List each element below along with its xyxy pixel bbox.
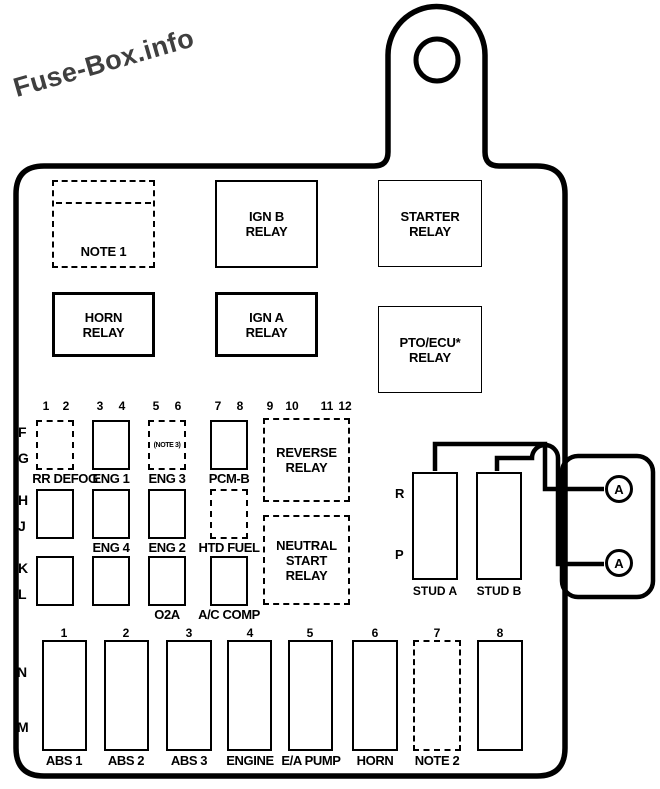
row-letter-r: R [395, 486, 405, 501]
bottom-label-engine: ENGINE [226, 753, 274, 768]
bottom-label-note2: NOTE 2 [414, 753, 460, 768]
fuse-eng2 [148, 489, 186, 539]
terminal-a-bottom-label: A [614, 555, 624, 571]
fuse-label-eng4: ENG 4 [92, 540, 130, 555]
fuse-unlabeled-hj [36, 489, 74, 539]
fuse-col-number-6: 6 [174, 399, 182, 413]
bottom-number-7: 7 [433, 626, 441, 640]
stud-b-box [476, 472, 522, 580]
relay-ign-b-box: IGN B RELAY [215, 180, 318, 268]
relay-horn-label: HORN RELAY [82, 309, 125, 340]
fuse-eng3-note: (NOTE 3) [153, 441, 181, 449]
bottom-fuse-ea-pump [288, 640, 333, 751]
note1-divider [56, 202, 151, 204]
fuse-col-number-12: 12 [338, 399, 352, 413]
fuse-col-number-8: 8 [236, 399, 244, 413]
wire-stud-b [494, 442, 604, 567]
row-letter-l: L [18, 586, 27, 602]
relay-neutral-start-label: NEUTRAL START RELAY [276, 537, 337, 583]
fuse-label-eng2: ENG 2 [148, 540, 186, 555]
bottom-fuse-note2 [413, 640, 461, 751]
stud-a-box [412, 472, 458, 580]
relay-starter-box: STARTER RELAY [378, 180, 482, 267]
relay-reverse-box: REVERSE RELAY [263, 418, 350, 502]
bottom-fuse-abs3 [166, 640, 212, 751]
relay-ign-a-label: IGN A RELAY [245, 309, 288, 340]
stud-a-label: STUD A [412, 584, 458, 598]
row-letter-p: P [395, 547, 404, 562]
bottom-label-abs1: ABS 1 [45, 753, 83, 768]
terminal-a-top: A [605, 475, 633, 503]
side-tab [559, 453, 656, 600]
row-letter-g: G [18, 450, 29, 466]
fuse-eng3: (NOTE 3) [148, 420, 186, 470]
fuse-col-number-1: 1 [42, 399, 50, 413]
terminal-a-top-label: A [614, 481, 624, 497]
bottom-number-1: 1 [60, 626, 68, 640]
fuse-label-htd-fuel: HTD FUEL [198, 540, 260, 555]
fuse-label-o2a: O2A [154, 607, 180, 622]
fuse-col-number-7: 7 [214, 399, 222, 413]
relay-neutral-start-box: NEUTRAL START RELAY [263, 515, 350, 605]
fuse-unlabeled-kl-1 [36, 556, 74, 606]
fuse-o2a [148, 556, 186, 606]
relay-note1-label: NOTE 1 [80, 244, 127, 259]
fuse-label-eng3: ENG 3 [148, 471, 186, 486]
row-letter-f: F [18, 424, 27, 440]
bottom-fuse-abs1 [42, 640, 87, 751]
fuse-col-number-3: 3 [96, 399, 104, 413]
bottom-fuse-abs2 [104, 640, 149, 751]
bottom-number-6: 6 [371, 626, 379, 640]
bottom-label-abs3: ABS 3 [170, 753, 208, 768]
fuse-htd-fuel [210, 489, 248, 539]
fuse-col-number-2: 2 [62, 399, 70, 413]
bottom-fuse-engine [227, 640, 272, 751]
relay-horn-box: HORN RELAY [52, 292, 155, 357]
fuse-col-number-5: 5 [152, 399, 160, 413]
bottom-fuse-unlabeled-8 [477, 640, 523, 751]
bottom-label-horn: HORN [356, 753, 394, 768]
relay-ign-b-label: IGN B RELAY [245, 209, 288, 239]
terminal-a-bottom: A [605, 549, 633, 577]
mounting-hole-icon [413, 36, 461, 84]
bottom-number-2: 2 [122, 626, 130, 640]
bottom-number-5: 5 [306, 626, 314, 640]
fuse-col-number-9: 9 [266, 399, 274, 413]
relay-pto-ecu-box: PTO/ECU* RELAY [378, 306, 482, 393]
fuse-col-number-11: 11 [320, 399, 334, 413]
fuse-pcm-b [210, 420, 248, 470]
bottom-number-8: 8 [496, 626, 504, 640]
bottom-number-4: 4 [246, 626, 254, 640]
fuse-label-pcm-b: PCM-B [208, 471, 250, 486]
relay-reverse-label: REVERSE RELAY [276, 445, 337, 475]
stud-b-label: STUD B [476, 584, 522, 598]
fuse-col-number-10: 10 [285, 399, 299, 413]
row-letter-n: N [17, 664, 28, 680]
row-letter-m: M [17, 719, 29, 735]
fuse-label-rr-defog: RR DEFOG [32, 471, 98, 486]
fuse-rr-defog [36, 420, 74, 470]
bottom-number-3: 3 [185, 626, 193, 640]
row-letter-h: H [18, 492, 29, 508]
main-outline [13, 3, 568, 779]
row-letter-k: K [18, 560, 29, 576]
fuse-eng4 [92, 489, 130, 539]
bottom-label-abs2: ABS 2 [107, 753, 145, 768]
relay-note1-box: NOTE 1 [52, 180, 155, 268]
fuse-unlabeled-kl-2 [92, 556, 130, 606]
fuse-eng1 [92, 420, 130, 470]
row-letter-j: J [18, 518, 26, 534]
fuse-col-number-4: 4 [118, 399, 126, 413]
fuse-label-eng1: ENG 1 [92, 471, 130, 486]
fuse-label-ac-comp: A/C COMP [198, 607, 260, 622]
bottom-label-ea-pump: E/A PUMP [281, 753, 341, 768]
relay-pto-ecu-label: PTO/ECU* RELAY [399, 334, 461, 365]
fuse-ac-comp [210, 556, 248, 606]
bottom-fuse-horn [352, 640, 398, 751]
relay-ign-a-box: IGN A RELAY [215, 292, 318, 357]
relay-starter-label: STARTER RELAY [400, 208, 460, 239]
